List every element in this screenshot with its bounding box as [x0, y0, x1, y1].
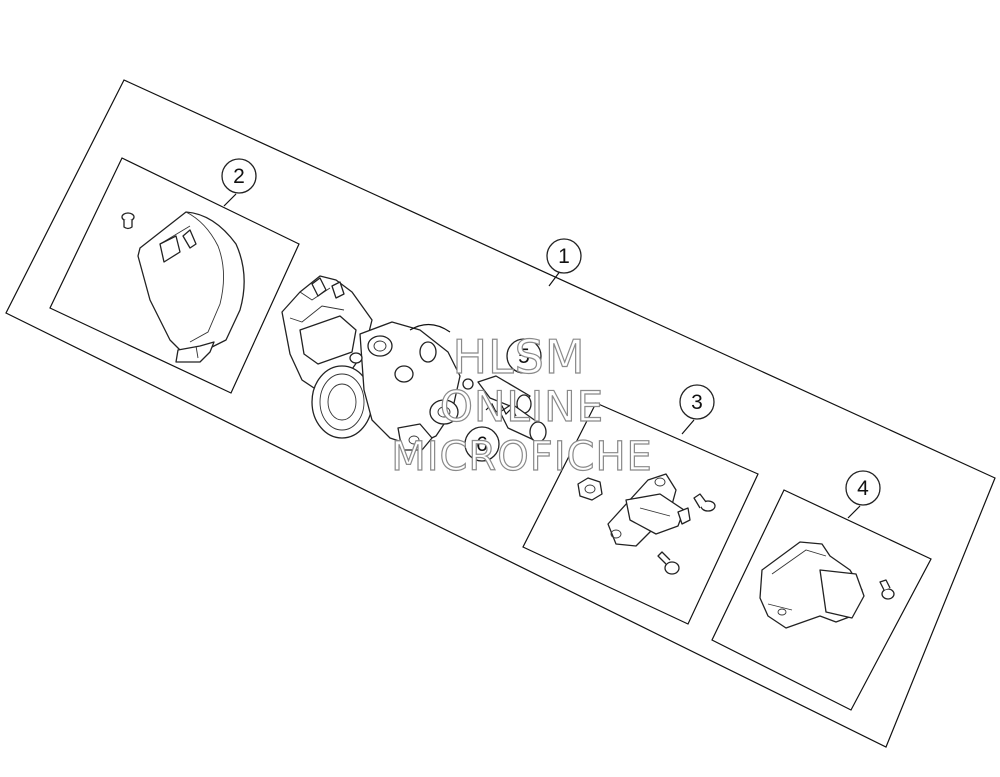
sensor-screw-bottom [657, 551, 680, 575]
callout-4-label: 4 [857, 477, 869, 500]
cover-screw [121, 212, 135, 230]
subassembly-frame-2 [49, 157, 300, 394]
callout-3: 3 [679, 384, 715, 420]
watermark-line-2: ONLINE [440, 382, 604, 431]
callout-1: 1 [546, 238, 582, 274]
spring-part-6 [485, 402, 517, 417]
callout-6: 6 [464, 426, 500, 462]
subassembly-frame-4 [711, 489, 932, 711]
watermark-line-3: MICROFICHE [391, 434, 653, 480]
sensor-part-4 [759, 541, 895, 629]
adjuster-screw-part-5 [477, 375, 547, 443]
callout-4: 4 [845, 470, 881, 506]
sensor-nut [577, 477, 603, 501]
callout-6-label: 6 [476, 433, 488, 456]
watermark-line-1: HLSM [452, 330, 585, 384]
throttle-body-part [281, 275, 474, 451]
leader-line-2 [223, 193, 237, 207]
callout-5-label: 5 [518, 345, 530, 368]
tps-screw [879, 579, 895, 600]
sensor-screw-top [693, 493, 716, 512]
sensor-part-3 [577, 473, 716, 575]
callout-3-label: 3 [691, 391, 703, 414]
watermark: HLSM ONLINE MICROFICHE [391, 329, 653, 480]
callout-2-label: 2 [233, 165, 245, 188]
leader-line-4 [847, 505, 861, 519]
assembly-frame-1 [5, 79, 996, 748]
callout-1-label: 1 [558, 245, 570, 268]
callout-2: 2 [221, 158, 257, 194]
subassembly-frame-3 [522, 402, 759, 625]
callout-5: 5 [506, 338, 542, 374]
leader-line-3 [681, 419, 695, 435]
bracket-cover-part [121, 211, 245, 363]
